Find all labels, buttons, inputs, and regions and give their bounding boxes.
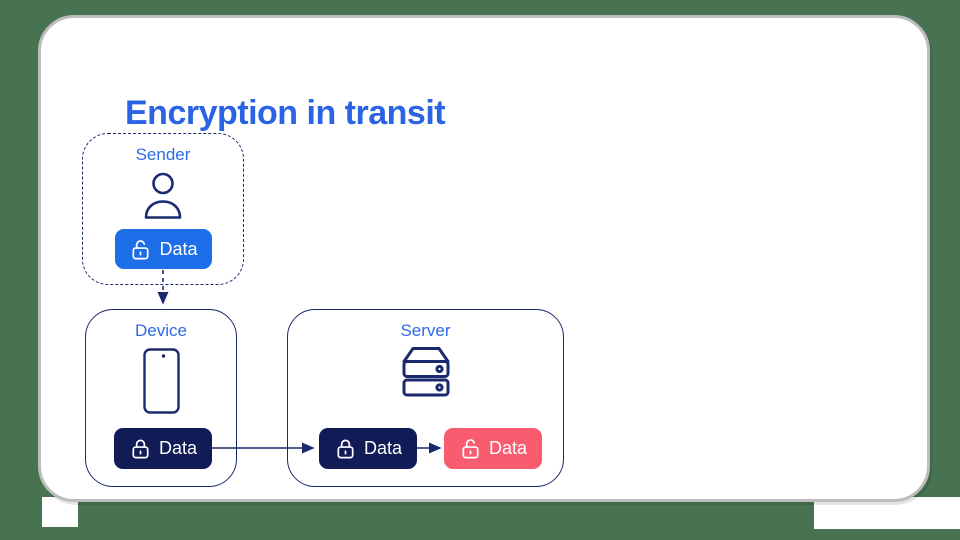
lock-icon (337, 439, 354, 459)
device-label: Device (135, 321, 187, 340)
card-foot-right (814, 497, 960, 529)
device-data-chip-label: Data (158, 438, 198, 458)
unlock-icon (132, 239, 150, 259)
server-label: Server (400, 321, 451, 340)
server-icon (288, 344, 563, 400)
server-data-chip-locked-label: Data (363, 438, 403, 458)
sender-data-chip: Data (115, 229, 212, 269)
sender-label: Sender (135, 145, 191, 164)
server-data-chip-unlocked-label: Data (488, 438, 528, 458)
lock-icon (132, 439, 149, 459)
server-box: Server Data Data (287, 309, 564, 487)
server-data-chip-unlocked: Data (444, 428, 542, 469)
server-data-chip-locked: Data (319, 428, 417, 469)
person-icon (83, 171, 243, 223)
sender-data-chip-label: Data (159, 238, 198, 259)
smartphone-icon (86, 347, 236, 415)
device-data-chip: Data (114, 428, 212, 469)
sender-box: Sender Data (82, 133, 244, 285)
device-box: Device Data (85, 309, 237, 487)
card-foot-left (42, 497, 78, 527)
page-title: Encryption in transit (125, 94, 446, 132)
unlock-icon (462, 439, 479, 459)
